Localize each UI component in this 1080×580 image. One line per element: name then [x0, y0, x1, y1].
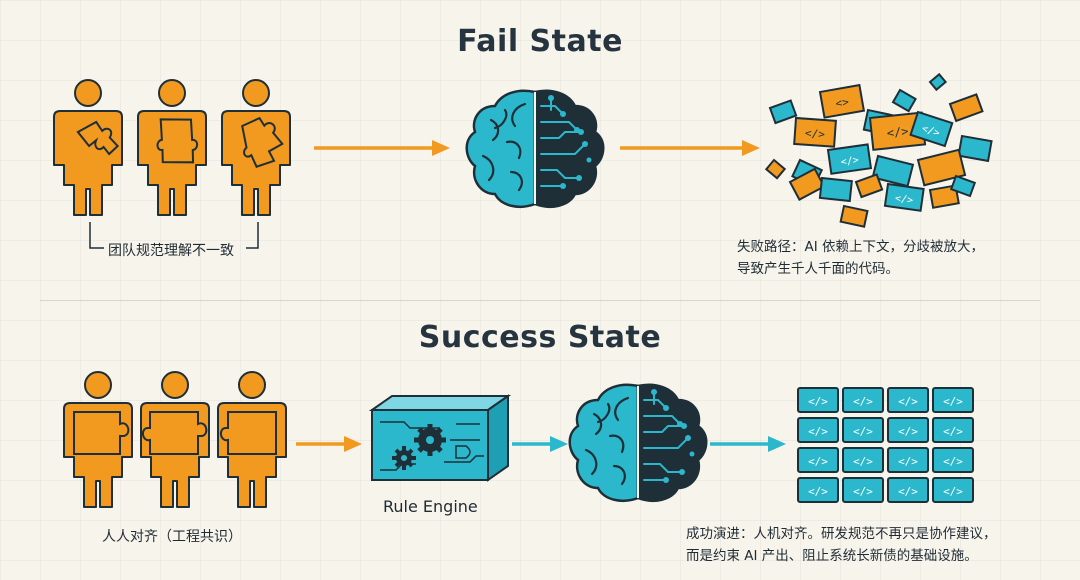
code-fragment-icon: <> — [818, 83, 866, 119]
code-tile-icon — [887, 417, 929, 443]
fail-description-line-2: 导致产生千人千面的代码。 — [737, 261, 899, 277]
svg-text:</>: </> — [894, 193, 913, 206]
gear-icon — [392, 446, 416, 470]
code-fragment-icon — [839, 204, 869, 228]
code-tile-icon — [797, 477, 839, 503]
code-tile-icon — [797, 447, 839, 473]
code-tile-icon — [842, 477, 884, 503]
puzzle-piece-icon — [73, 411, 130, 455]
code-fragment-icon — [948, 93, 984, 123]
fail-state-title: Fail State — [457, 24, 623, 59]
fail-team-label: 团队规范理解不一致 — [108, 243, 234, 259]
code-fragment-icon: </> — [909, 110, 954, 148]
svg-text:</>: </> — [805, 127, 826, 141]
code-fragment-icon: </> — [883, 182, 925, 212]
code-fragment-icon — [788, 167, 826, 202]
arrow-icon — [296, 436, 362, 452]
code-fragment-icon — [916, 148, 967, 187]
success-description-line-2: 而是约束 AI 产出、阻止系统长新债的基础设施。 — [686, 548, 978, 564]
puzzle-piece-icon — [156, 118, 199, 164]
code-tile-icon — [932, 417, 974, 443]
fail-description-line-1: 失败路径：AI 依赖上下文，分歧被放大， — [737, 239, 985, 255]
section-divider — [40, 300, 1040, 301]
code-tile-icon — [887, 477, 929, 503]
code-tile-grid — [797, 387, 974, 503]
code-fragment-icon — [818, 176, 853, 203]
code-tile-icon — [797, 387, 839, 413]
success-team-label: 人人对齐（工程共识） — [102, 529, 242, 545]
puzzle-piece-icon — [142, 411, 208, 455]
code-fragment-icon: </> — [826, 143, 873, 175]
code-tile-icon — [887, 387, 929, 413]
code-tile-icon — [932, 477, 974, 503]
success-state-title: Success State — [418, 320, 662, 355]
svg-text:</>: </> — [886, 124, 909, 140]
code-tile-icon — [842, 447, 884, 473]
brain-icon — [465, 89, 605, 209]
code-fragment-icon — [949, 174, 977, 198]
fail-description: 失败路径：AI 依赖上下文，分歧被放大， 导致产生千人千面的代码。 — [737, 236, 984, 280]
rule-engine-label: Rule Engine — [383, 497, 478, 516]
code-fragment-icon — [768, 99, 798, 125]
code-fragment-icon — [871, 154, 915, 188]
rule-engine-icon — [368, 394, 512, 482]
code-tile-icon — [797, 417, 839, 443]
code-fragment-icon — [891, 88, 917, 113]
puzzle-piece-icon — [76, 120, 120, 156]
arrow-icon — [620, 140, 760, 156]
puzzle-piece-icon — [241, 116, 284, 168]
brain-icon — [568, 383, 708, 503]
arrow-icon — [512, 436, 568, 452]
scattered-code-fragments: <> </> </> </> — [764, 72, 993, 228]
arrow-icon — [314, 140, 450, 156]
code-fragment-icon: </> — [793, 116, 837, 148]
puzzle-piece-icon — [220, 411, 277, 455]
svg-text:</>: </> — [920, 123, 941, 139]
code-tile-icon — [842, 417, 884, 443]
success-team-group — [63, 371, 287, 508]
code-fragment-icon — [764, 158, 787, 180]
code-fragment-icon — [928, 184, 960, 209]
code-tile-icon — [887, 447, 929, 473]
code-fragment-icon — [854, 173, 884, 199]
svg-text:</>: </> — [840, 155, 859, 168]
success-description-line-1: 成功演进：人机对齐。研发规范不再只是协作建议， — [686, 526, 997, 542]
team-bracket — [89, 222, 259, 249]
code-tile-icon — [932, 447, 974, 473]
gear-icon — [414, 424, 446, 456]
code-tile-icon — [932, 387, 974, 413]
code-fragment-icon — [957, 134, 993, 163]
fail-team-group — [53, 79, 291, 249]
code-fragment-icon — [928, 72, 948, 92]
svg-text:<>: <> — [835, 95, 851, 110]
arrow-icon — [710, 436, 786, 452]
success-description: 成功演进：人机对齐。研发规范不再只是协作建议， 而是约束 AI 产出、阻止系统长… — [686, 523, 997, 567]
code-tile-icon — [842, 387, 884, 413]
